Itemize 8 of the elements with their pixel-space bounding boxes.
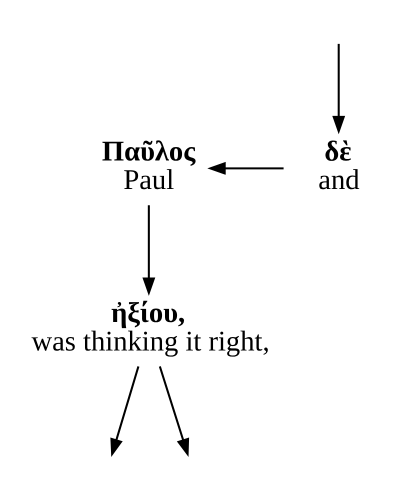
node-text: Παῦλος Paul (101, 136, 195, 196)
arrow (332, 44, 345, 134)
arrow (110, 366, 139, 457)
arrow (158, 366, 189, 457)
node-text: δὲ and (318, 136, 360, 196)
node-text: ἠξίου, was thinking it right, (30, 298, 270, 358)
arrow (142, 205, 155, 296)
arrow (206, 162, 284, 175)
